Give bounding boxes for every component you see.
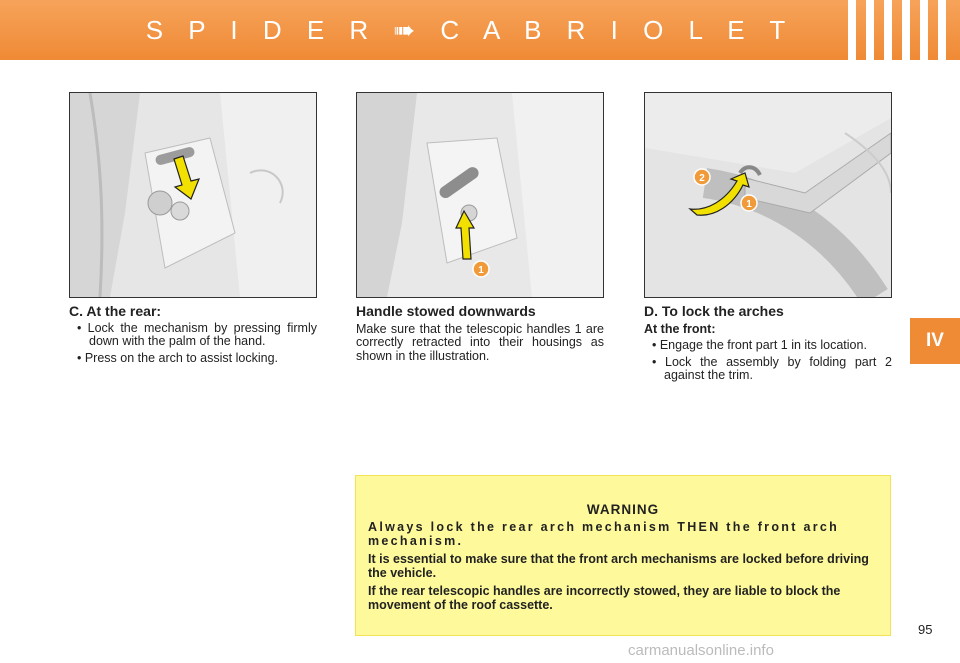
- figure-rear-lock: [69, 92, 317, 298]
- svg-text:2: 2: [699, 173, 705, 184]
- warning-title: WARNING: [586, 502, 660, 517]
- warning-box: WARNING Always lock the rear arch mechan…: [355, 475, 891, 636]
- callout-badge-1: 1: [740, 194, 758, 212]
- warning-paragraph: It is essential to make sure that the fr…: [368, 552, 869, 580]
- section-heading: D. To lock the arches: [644, 303, 784, 319]
- bullet-item: • Lock the mechanism by pressing firmly …: [77, 320, 317, 348]
- figure-handle-stowed: 1: [356, 92, 604, 298]
- section-handle: Handle stowed downwards Make sure that t…: [356, 303, 604, 363]
- chapter-tab: IV: [910, 318, 960, 364]
- section-heading: Handle stowed downwards: [356, 303, 536, 319]
- section-heading: C. At the rear:: [69, 303, 162, 319]
- page-header: S P I D E R ➠ C A B R I O L E T: [0, 0, 960, 60]
- section-text: Make sure that the telescopic handles 1 …: [356, 321, 604, 363]
- bullet-item: • Lock the assembly by folding part 2 ag…: [652, 354, 892, 382]
- section-front: D. To lock the arches At the front: • En…: [644, 303, 892, 383]
- warning-paragraph: Always lock the rear arch mechanism THEN…: [368, 520, 840, 548]
- svg-text:1: 1: [478, 265, 484, 276]
- curved-arrow-icon: [688, 172, 750, 216]
- header-stripes: [830, 0, 960, 60]
- callout-badge-2: 2: [693, 168, 711, 186]
- figure-front-lock: 2 1: [644, 92, 892, 298]
- svg-text:1: 1: [746, 199, 752, 210]
- page-number: 95: [918, 622, 933, 637]
- page-title: S P I D E R ➠ C A B R I O L E T: [145, 15, 795, 45]
- arrow-down-icon: [173, 155, 200, 200]
- bullet-item: • Engage the front part 1 in its locatio…: [652, 338, 867, 352]
- watermark: carmanualsonline.info: [628, 642, 774, 659]
- section-rear: C. At the rear: • Lock the mechanism by …: [69, 303, 317, 365]
- arrow-up-icon: [455, 209, 476, 260]
- section-subheading: At the front:: [644, 321, 716, 336]
- callout-badge-1: 1: [472, 260, 490, 278]
- bullet-item: • Press on the arch to assist locking.: [77, 350, 278, 365]
- warning-paragraph: If the rear telescopic handles are incor…: [368, 584, 841, 612]
